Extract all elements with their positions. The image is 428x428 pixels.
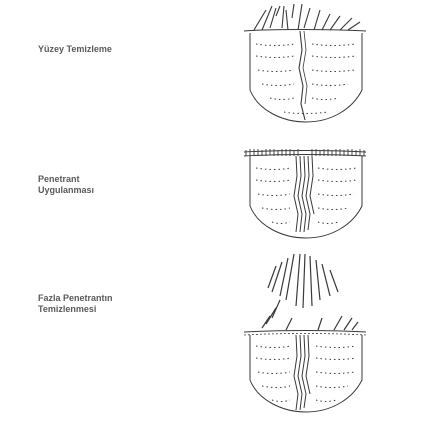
test-piece-outline [249, 33, 363, 123]
panel-excess-removal [243, 253, 367, 413]
panel-penetrant-application [243, 149, 367, 239]
panel-surface-cleaning [243, 3, 367, 123]
material-texture-2 [255, 167, 357, 224]
crack [298, 30, 306, 121]
removal-strokes [261, 253, 359, 331]
step-label-penetrant-application: Penetrant Uygulanması [38, 174, 95, 195]
surface-line [243, 29, 367, 32]
contaminant-strokes [253, 3, 361, 31]
filled-crack [293, 155, 315, 233]
test-piece-outline-2 [249, 156, 363, 239]
step-label-excess-removal: Fazla Penetrantın Temizlenmesi [38, 293, 113, 314]
step-label-surface-cleaning: Yüzey Temizleme [38, 44, 112, 54]
penetrant-layer [243, 149, 367, 157]
material-texture [255, 43, 357, 114]
filled-crack-3 [293, 334, 311, 411]
test-piece-outline-3 [249, 335, 363, 413]
surface-line-3 [243, 330, 367, 333]
material-texture-3 [255, 345, 357, 402]
